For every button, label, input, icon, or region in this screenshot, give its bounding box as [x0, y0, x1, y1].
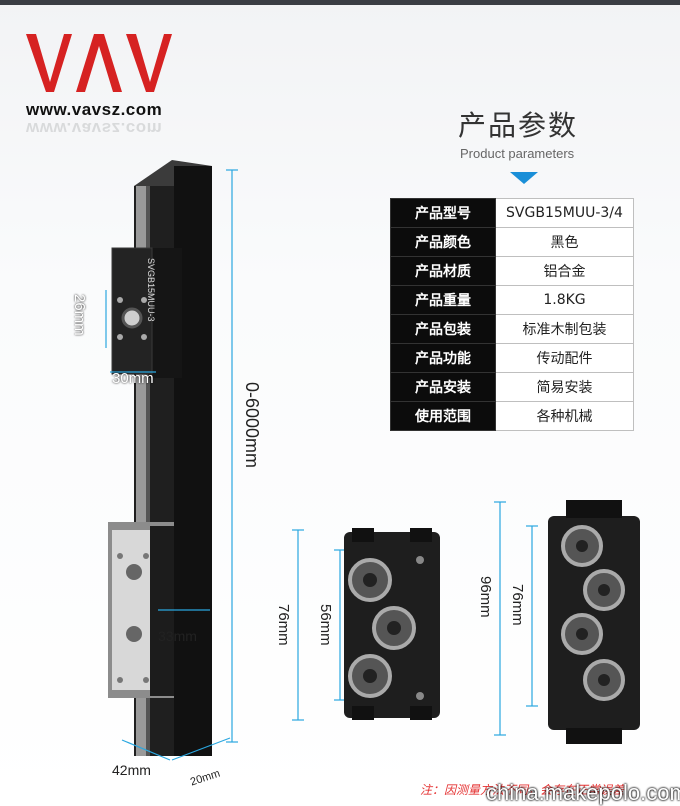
dim-mid-inner: 56mm — [317, 604, 334, 646]
spec-value: 铝合金 — [495, 256, 634, 286]
dim-block-height: 26mm — [71, 294, 88, 336]
spec-value: 标准木制包装 — [495, 314, 634, 344]
spec-row: 产品包装标准木制包装 — [390, 314, 634, 344]
spec-value: 传动配件 — [495, 343, 634, 373]
spec-key: 产品包装 — [390, 314, 496, 344]
spec-key: 产品颜色 — [390, 227, 496, 257]
section-title: 产品参数 — [458, 109, 579, 142]
section-subtitle: Product parameters — [460, 146, 575, 161]
spec-value: 简易安装 — [495, 372, 634, 402]
spec-value: 黑色 — [495, 227, 634, 257]
spec-row: 产品颜色黑色 — [390, 227, 634, 257]
watermark: china.makepolo.com — [486, 780, 680, 805]
dim-offset: 33mm — [158, 628, 197, 644]
spec-value: SVGB15MUU-3/4 — [495, 198, 634, 228]
dim-right-inner: 76mm — [509, 584, 526, 626]
dim-right-outer: 96mm — [477, 576, 494, 618]
spec-row: 产品功能传动配件 — [390, 343, 634, 373]
carriage-block-3-wheel — [344, 528, 440, 720]
spec-key: 使用范围 — [390, 401, 496, 431]
spec-key: 产品安装 — [390, 372, 496, 402]
vav-logo — [26, 34, 172, 92]
dim-rail-width: 42mm — [112, 762, 151, 778]
spec-row: 产品材质铝合金 — [390, 256, 634, 286]
spec-value: 各种机械 — [495, 401, 634, 431]
dim-rail-length: 0-6000mm — [242, 382, 262, 469]
spec-key: 产品材质 — [390, 256, 496, 286]
carriage-block-top — [111, 247, 182, 378]
top-bar — [0, 0, 680, 5]
carriage-block-bottom — [108, 522, 174, 698]
brand-url[interactable]: www.vavsz.com — [26, 100, 163, 119]
carriage-block-4-wheel — [548, 500, 640, 744]
footer-note: 注：因测量方法不同，会存在正常误差 — [420, 783, 625, 797]
dim-block-width: 30mm — [112, 370, 154, 387]
dim-mid-outer: 76mm — [275, 604, 292, 646]
spec-row: 产品安装简易安装 — [390, 372, 634, 402]
block-label: SVGB15MUU-3 — [146, 258, 156, 322]
spec-key: 产品功能 — [390, 343, 496, 373]
down-arrow-icon — [510, 172, 538, 184]
spec-row: 使用范围各种机械 — [390, 401, 634, 431]
